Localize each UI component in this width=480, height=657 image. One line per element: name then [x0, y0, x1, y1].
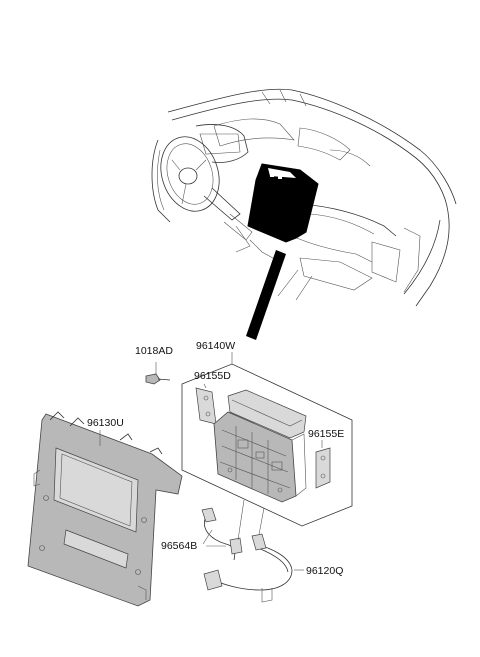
screw-1018AD: [145, 362, 171, 385]
bracket-96155D: [195, 383, 217, 425]
label-96155E: 96155E: [308, 428, 344, 440]
label-1018AD: 1018AD: [135, 345, 173, 357]
dashboard-overview: [151, 88, 457, 340]
label-96155D: 96155D: [194, 370, 231, 382]
label-96564B: 96564B: [161, 540, 197, 552]
display-unit-highlight: [247, 163, 319, 243]
bezel-96130U: [27, 411, 183, 607]
cable-96564B: [201, 499, 265, 561]
label-96140W: 96140W: [196, 340, 235, 352]
overview-leader: [246, 250, 286, 340]
label-96130U: 96130U: [87, 417, 124, 429]
label-96120Q: 96120Q: [306, 565, 343, 577]
head-unit-body: [213, 389, 307, 503]
assembly-box-96140W: [181, 352, 353, 527]
bracket-96155E: [315, 440, 331, 489]
cable-96120Q: [203, 533, 304, 603]
